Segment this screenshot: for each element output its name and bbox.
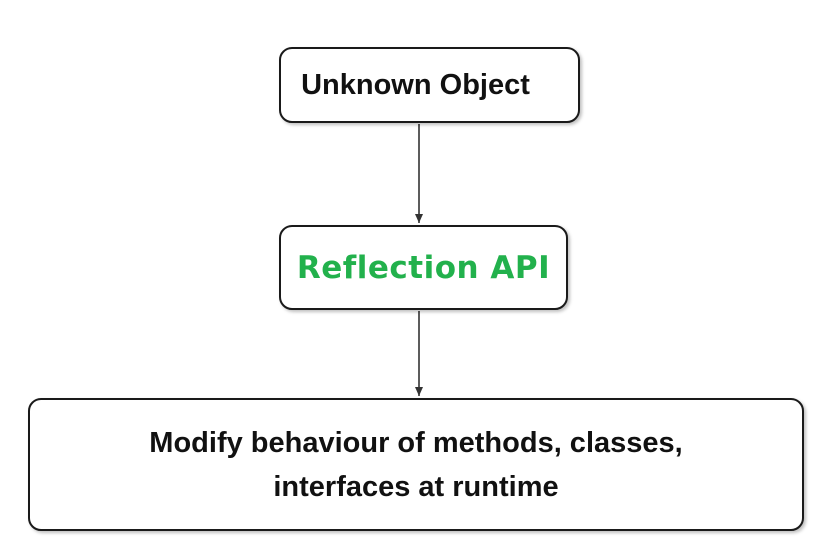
- modify-behaviour-label: Modify behaviour of methods, classes, in…: [149, 421, 682, 509]
- unknown-object-label: Unknown Object: [301, 68, 530, 101]
- modify-behaviour-line-1: Modify behaviour of methods, classes,: [149, 426, 683, 459]
- unknown-object-box: Unknown Object: [279, 47, 580, 123]
- modify-behaviour-line-2: interfaces at runtime: [273, 470, 559, 503]
- modify-behaviour-box: Modify behaviour of methods, classes, in…: [28, 398, 804, 531]
- reflection-api-label: Reflection API: [296, 249, 551, 286]
- reflection-api-box: Reflection API: [279, 225, 568, 310]
